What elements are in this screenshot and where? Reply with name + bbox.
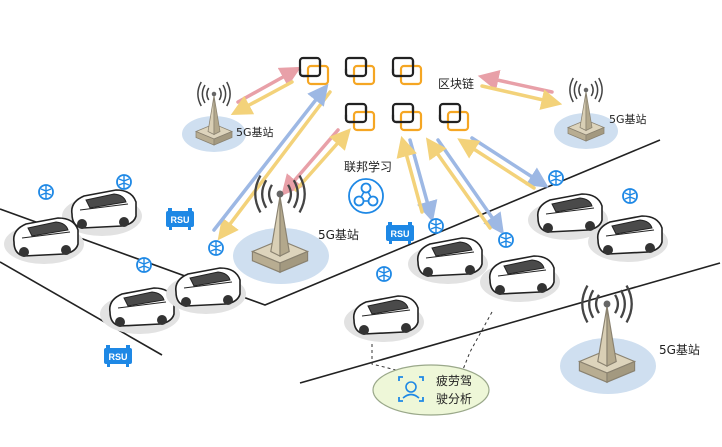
blockchain-label: 区块链 bbox=[438, 76, 474, 91]
brain-icon bbox=[376, 266, 392, 282]
base-station-left-label: 5G基站 bbox=[236, 125, 274, 139]
antenna-tower-icon bbox=[195, 81, 233, 146]
federated-learning-label: 联邦学习 bbox=[344, 159, 392, 174]
vehicles bbox=[3, 189, 669, 343]
rsu-unit: RSU bbox=[386, 222, 414, 244]
brain-icon bbox=[38, 184, 54, 200]
communication-links bbox=[212, 66, 563, 241]
chain-block-icon bbox=[391, 56, 423, 86]
rsu-label: RSU bbox=[390, 229, 409, 239]
rsu-unit: RSU bbox=[104, 345, 132, 367]
car bbox=[343, 295, 425, 343]
rsu-label: RSU bbox=[108, 352, 127, 362]
antenna-tower-icon bbox=[567, 77, 605, 142]
callout-connectors bbox=[371, 311, 493, 373]
car bbox=[3, 217, 85, 265]
fatigue-label-line2: 驶分析 bbox=[436, 391, 472, 406]
brain-icon bbox=[136, 257, 152, 273]
rsu-unit: RSU bbox=[166, 208, 194, 230]
road-lines bbox=[0, 139, 721, 384]
chain-block-icon bbox=[298, 56, 330, 86]
fatigue-analysis-callout bbox=[372, 364, 490, 416]
chain-block-icon bbox=[391, 102, 423, 132]
brain-icon bbox=[428, 218, 444, 234]
face-scan-icon bbox=[398, 376, 424, 402]
brain-icon bbox=[548, 170, 564, 186]
car bbox=[479, 255, 561, 303]
base-station-center-label: 5G基站 bbox=[318, 228, 359, 242]
rsu-label: RSU bbox=[170, 215, 189, 225]
base-station-bottom-label: 5G基站 bbox=[659, 343, 700, 357]
base-station-right-label: 5G基站 bbox=[609, 112, 647, 126]
chain-block-icon bbox=[344, 102, 376, 132]
brain-icon bbox=[622, 188, 638, 204]
brain-icon bbox=[116, 174, 132, 190]
fatigue-label-line1: 疲劳驾 bbox=[436, 373, 472, 388]
chain-block-icon bbox=[344, 56, 376, 86]
antenna-tower-icon bbox=[251, 174, 309, 274]
network-nodes-icon bbox=[348, 178, 384, 214]
car bbox=[165, 267, 247, 315]
chain-block-icon bbox=[438, 102, 470, 132]
blockchain-cluster bbox=[298, 56, 470, 132]
brain-icon bbox=[498, 232, 514, 248]
brain-icon bbox=[208, 240, 224, 256]
car bbox=[407, 237, 489, 285]
